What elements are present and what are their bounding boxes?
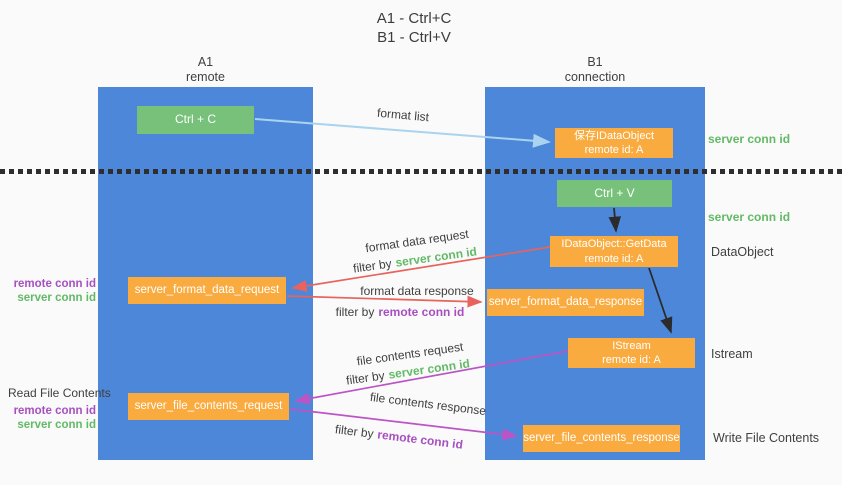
save-idataobject-box: 保存IDataObject remote id: A [555,128,673,158]
filter-by-text: filter by [345,368,386,388]
conn-id-pair-file: remote conn id server conn id [0,404,96,432]
column-a-header: A1 remote [98,55,313,85]
filter-by-text: filter by [334,422,375,441]
server-format-data-response-label: server_format_data_response [488,296,643,309]
column-a-subtitle: remote [186,70,225,84]
format-list-label: format list [376,105,430,125]
server-format-data-request-box: server_format_data_request [128,277,286,304]
file-contents-response-label: file contents response [369,389,487,419]
server-file-contents-response-label: server_file_contents_response [523,432,680,445]
title-line-1: A1 - Ctrl+C [376,10,452,27]
istream-line2: remote id: A [602,354,661,366]
idataobject-getdata-box: IDataObject::GetData remote id: A [550,236,678,267]
diagram-title: A1 - Ctrl+C B1 - Ctrl+V [0,9,828,47]
remote-conn-id-annotation: remote conn id [13,278,96,290]
istream-line1: IStream [612,339,651,352]
save-idataobject-line2: remote id: A [584,144,644,156]
filter-by-text: filter by [352,256,393,276]
remote-conn-id-annotation: remote conn id [13,405,96,417]
server-conn-id-annotation: server conn id [17,292,96,304]
ctrl-c-label: Ctrl + C [174,112,216,127]
ctrl-v-label: Ctrl + V [594,185,635,200]
read-file-contents-annotation: Read File Contents [8,386,111,400]
conn-id-pair-format: remote conn id server conn id [0,277,96,305]
server-conn-id-annotation-top: server conn id [708,132,791,146]
server-format-data-response-box: server_format_data_response [487,289,644,316]
server-file-contents-request-label: server_file_contents_request [134,400,283,413]
remote-conn-id-text: remote conn id [378,305,465,319]
column-a-name: A1 [197,55,214,69]
idataobject-getdata-line2: remote id: A [584,252,644,265]
column-b-name: B1 [587,55,603,69]
ctrl-v-box: Ctrl + V [557,180,672,207]
title-line-2: B1 - Ctrl+V [377,29,451,46]
machine-boundary-dotted-line [0,169,842,174]
server-conn-id-annotation: server conn id [17,419,96,431]
server-format-data-request-label: server_format_data_request [134,284,280,297]
server-file-contents-response-box: server_file_contents_response [523,425,680,452]
ctrl-c-box: Ctrl + C [137,106,254,134]
server-conn-id-annotation-mid: server conn id [708,210,791,224]
idataobject-getdata-line1: IDataObject::GetData [561,238,667,251]
format-data-response-label: format data response [360,284,474,298]
istream-box: IStream remote id: A [568,338,695,368]
save-idataobject-line1: 保存IDataObject [573,129,655,142]
remote-conn-id-text: remote conn id [376,427,464,452]
dataobject-annotation: DataObject [711,245,774,259]
column-b-header: B1 connection [485,55,705,85]
column-b-subtitle: connection [564,70,626,84]
istream-annotation: Istream [711,347,753,361]
filter-by-text: filter by [335,305,375,319]
server-file-contents-request-box: server_file_contents_request [128,393,289,420]
write-file-contents-annotation: Write File Contents [713,431,820,445]
